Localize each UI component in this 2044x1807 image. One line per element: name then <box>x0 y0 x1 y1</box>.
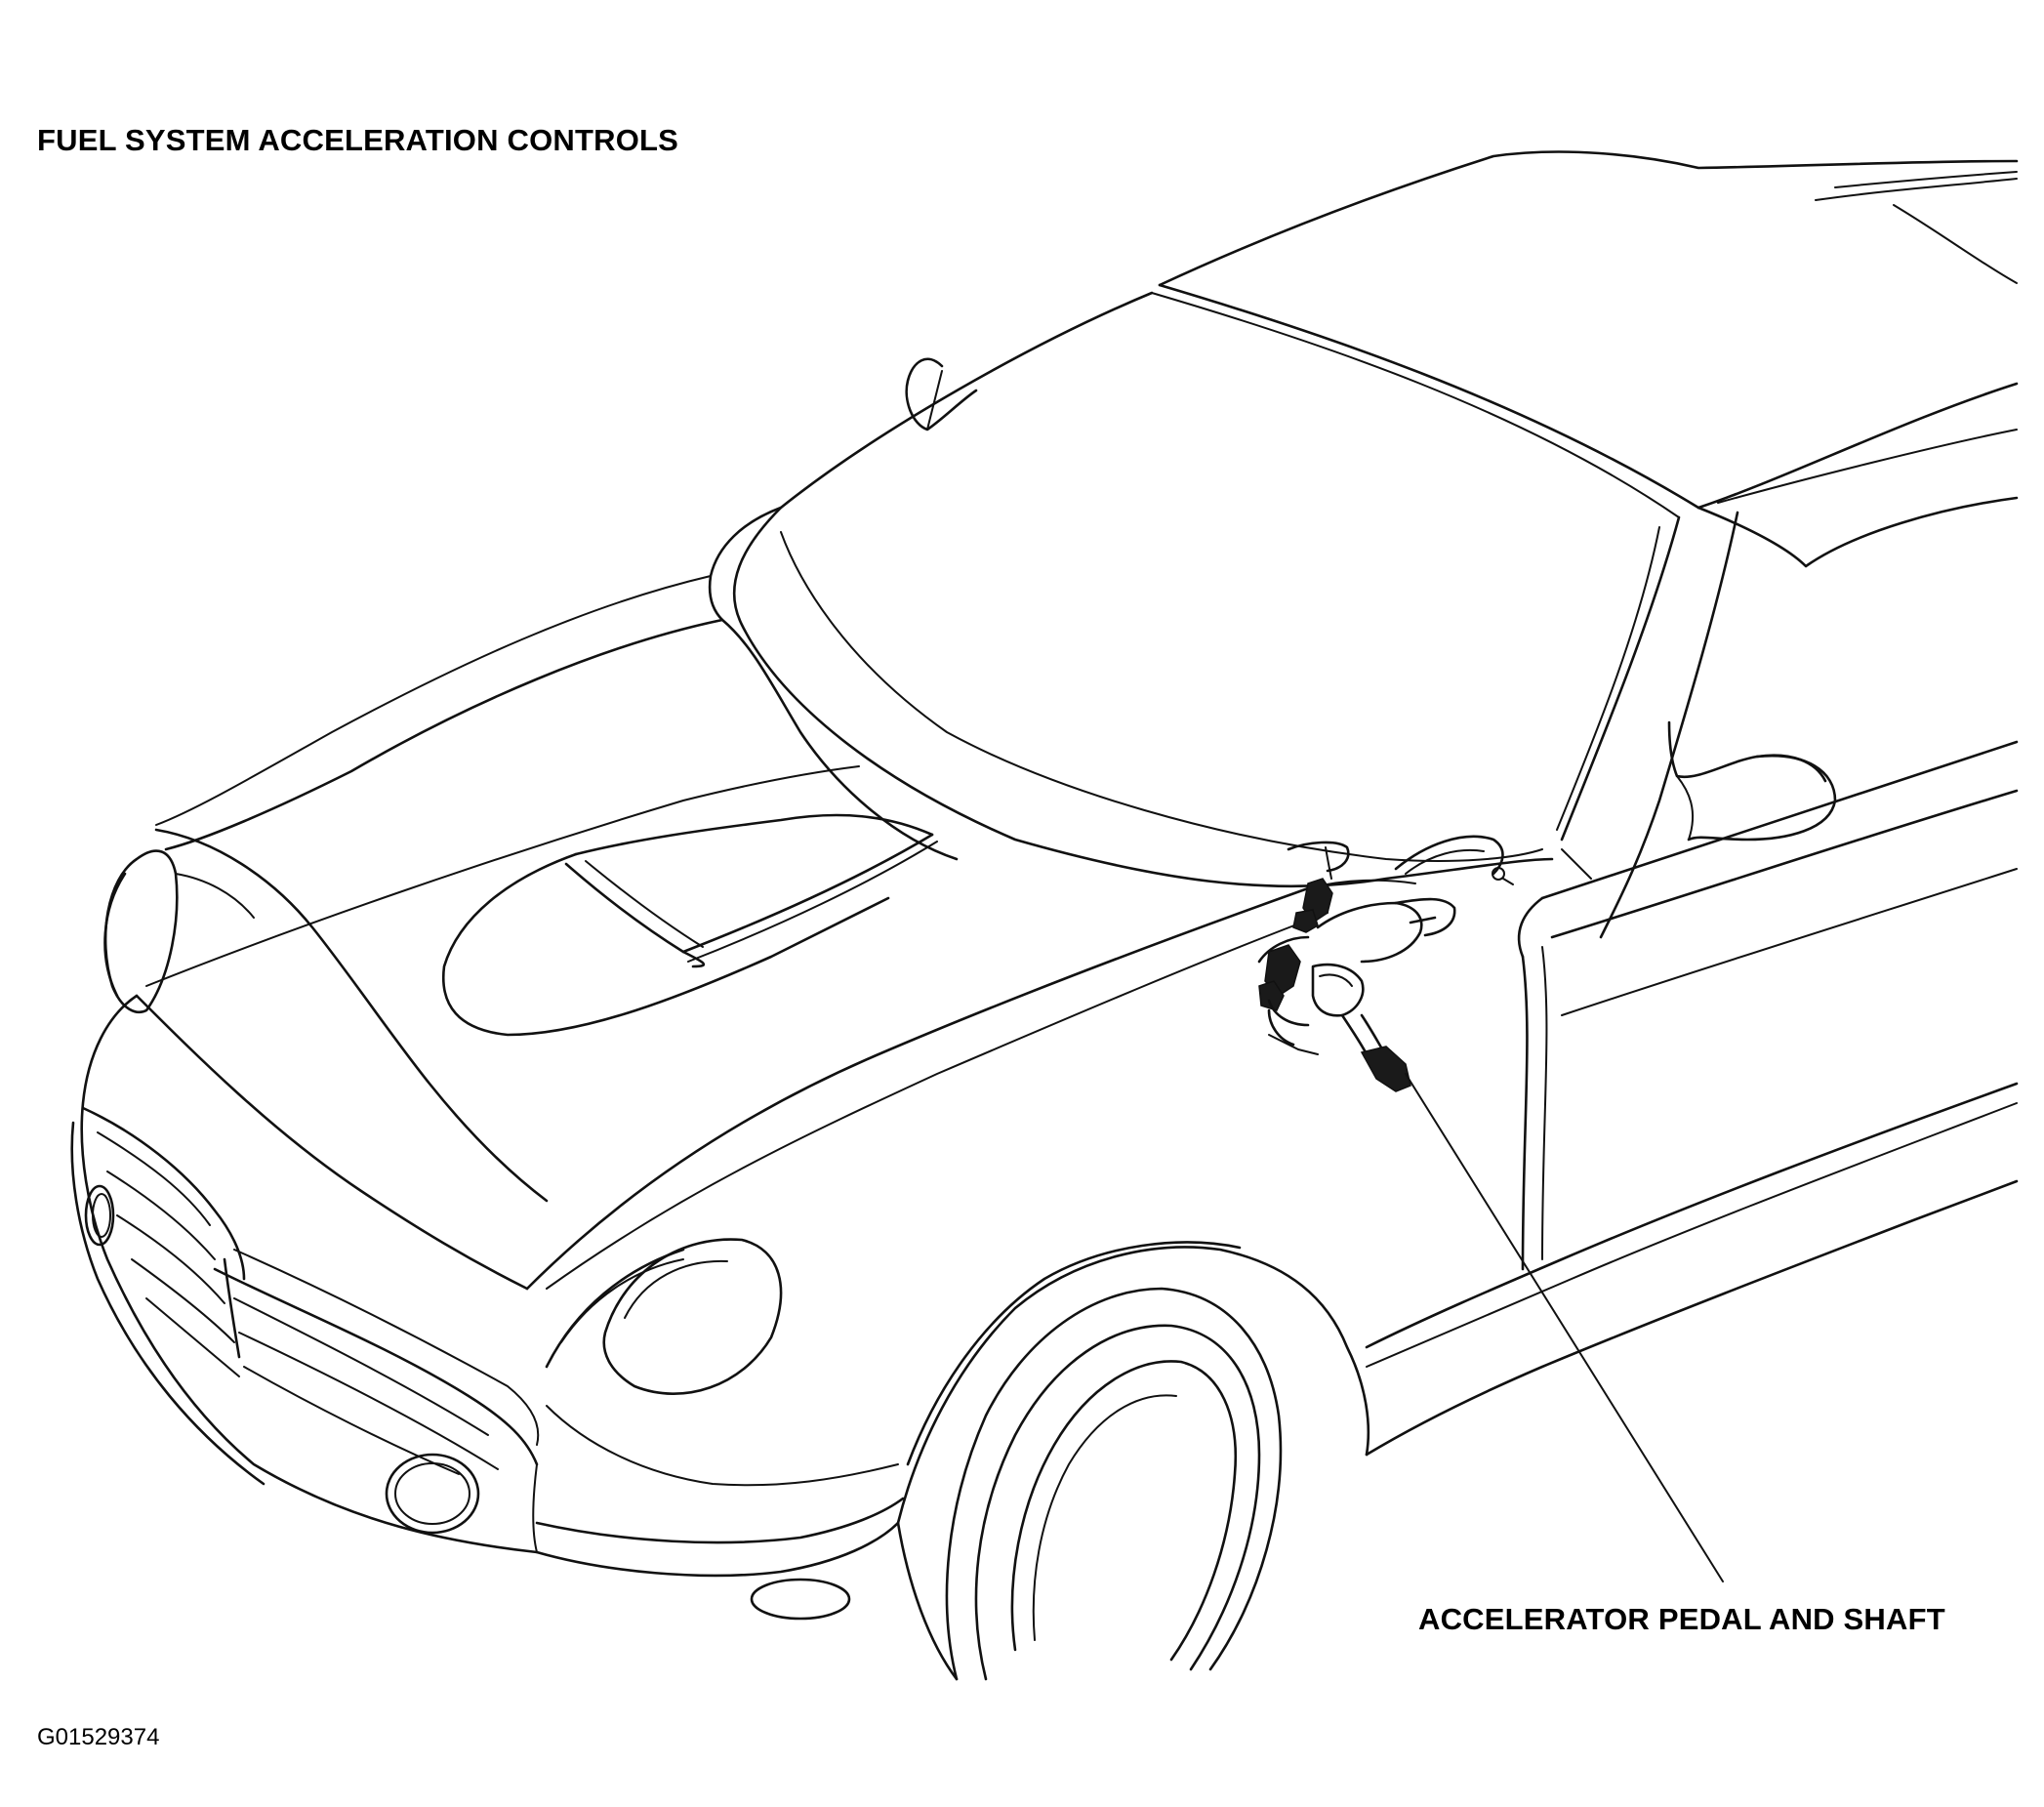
callout-label-accelerator-pedal-and-shaft: ACCELERATOR PEDAL AND SHAFT <box>1418 1602 1945 1636</box>
roof <box>1151 150 2019 568</box>
front-fascia <box>70 994 540 1554</box>
figure-code: G01529374 <box>37 1724 160 1750</box>
left-side-mirror <box>905 357 978 431</box>
cowl <box>155 506 783 851</box>
callout-leader-line <box>1405 1073 1724 1582</box>
left-fog-light <box>84 1184 115 1247</box>
right-headlight <box>545 1238 783 1395</box>
front-wheel <box>896 1287 1283 1681</box>
accelerator-pedal-assembly <box>1257 835 1514 1092</box>
left-headlight <box>103 849 255 1014</box>
hood <box>135 618 1416 1291</box>
front-bumper <box>535 1405 905 1578</box>
front-fender <box>896 740 2019 1525</box>
right-fog-light <box>385 1453 480 1535</box>
windshield <box>732 291 1681 888</box>
a-pillar <box>1561 511 1739 939</box>
right-side-mirror <box>1667 720 1837 842</box>
diagram-title: FUEL SYSTEM ACCELERATION CONTROLS <box>37 123 679 157</box>
bumper-reflector <box>750 1578 851 1621</box>
hood-scoop <box>441 813 938 1037</box>
